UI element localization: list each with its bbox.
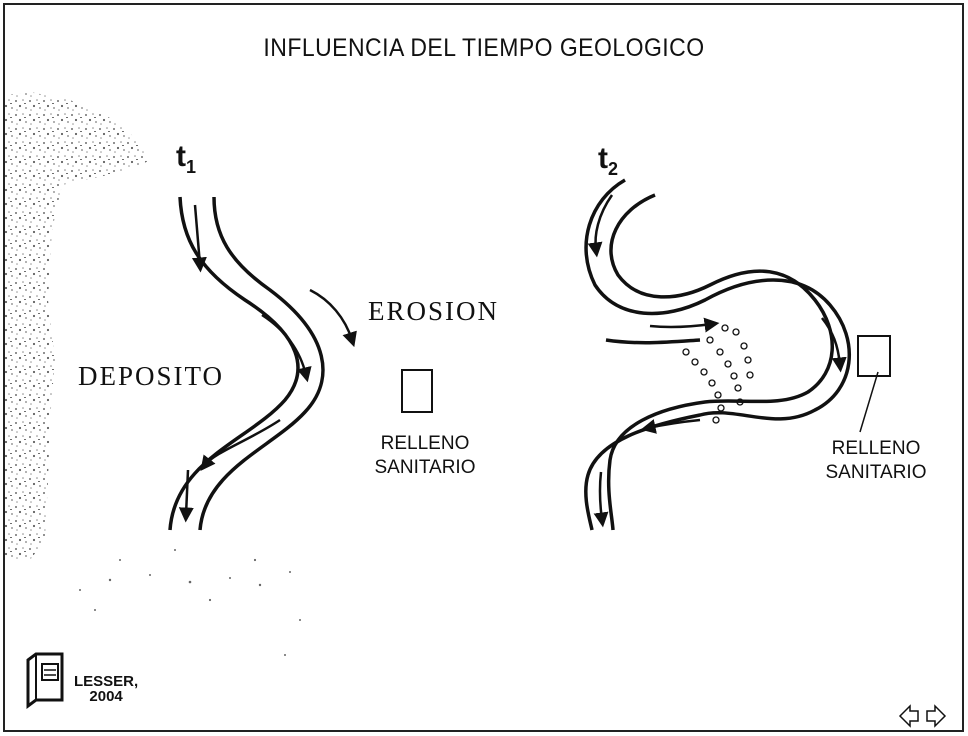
river-t2-inner-upper [606, 193, 835, 531]
river-t2-lower-bank [605, 338, 701, 345]
nav-arrows-icon[interactable] [898, 704, 947, 728]
cutoff-circles [682, 324, 754, 424]
slide-title: INFLUENCIA DEL TIEMPO GEOLOGICO [263, 34, 705, 62]
landfill-box-right [857, 335, 891, 377]
river-t2 [584, 178, 852, 531]
erosion-arrow [309, 288, 357, 348]
relleno-left-label: RELLENO SANITARIO [374, 433, 476, 478]
time-label-t2: t2 [598, 142, 619, 179]
landfill-leader-line [859, 371, 879, 433]
river-t1-right-bank [198, 196, 325, 531]
river-t1-flow-arrows [178, 204, 312, 523]
book-icon [26, 652, 64, 709]
deposito-label: DEPOSITO [78, 361, 225, 391]
slide-frame [3, 3, 964, 732]
landfill-box-left [401, 369, 433, 413]
author-credit: LESSER, 2004 [74, 673, 139, 705]
erosion-label: EROSION [368, 296, 500, 326]
river-t2-flow-arrows [587, 194, 847, 528]
relleno-right-label: RELLENO SANITARIO [825, 438, 927, 483]
time-label-t1: t1 [176, 140, 197, 177]
deposit-zone [5, 92, 301, 656]
